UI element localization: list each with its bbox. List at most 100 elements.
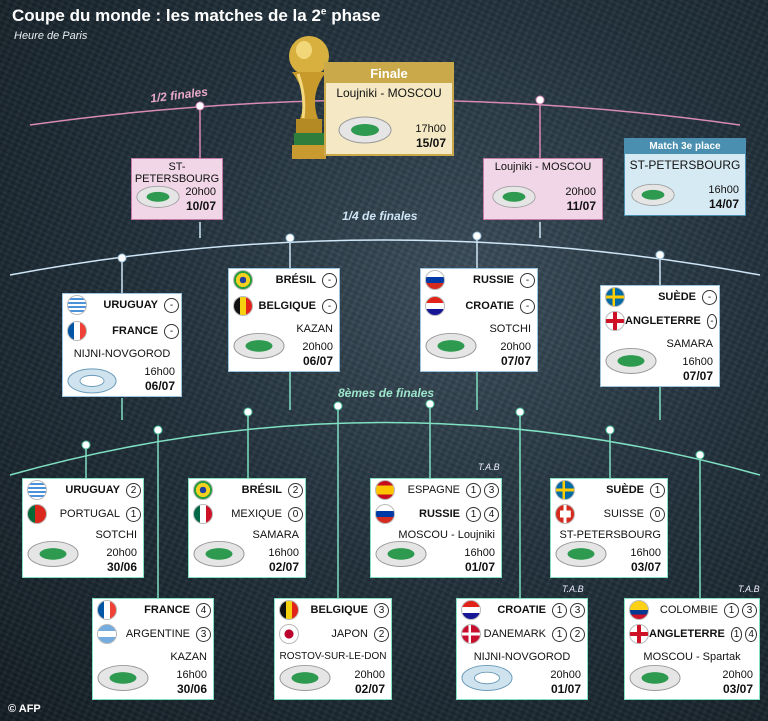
stadium-icon (629, 664, 681, 691)
team-row: RUSSIE- (425, 270, 535, 290)
team-row: CROATIE- (425, 296, 535, 316)
flag-uruguay-icon (67, 295, 87, 315)
team-row: FRANCE- (67, 321, 179, 341)
team-row: BELGIQUE- (233, 296, 337, 316)
flag-bresil-icon (193, 480, 213, 500)
flag-angleterre-icon (629, 624, 649, 644)
stage-label-eighths: 8èmes de finales (338, 386, 435, 400)
quarter-4-venue: SAMARA (666, 338, 713, 350)
flag-espagne-icon (375, 480, 395, 500)
stadium-icon (631, 183, 675, 206)
eighth-1-venue: SOTCHI (95, 529, 137, 541)
eighth-6-venue: ROSTOV-SUR-LE-DON (279, 651, 387, 662)
quarter-2-venue: KAZAN (296, 323, 333, 335)
eighth-4-venue: ST-PETERSBOURG (559, 529, 661, 541)
stage-label-quarters: 1/4 de finales (342, 209, 418, 223)
stadium-icon (461, 664, 513, 691)
flag-danemark-icon (461, 624, 481, 644)
eighth-2-venue: SAMARA (252, 529, 299, 541)
stadium-icon (425, 332, 477, 359)
stadium-icon (492, 185, 536, 208)
flag-argentine-icon (97, 624, 117, 644)
team-row: SUÈDE- (605, 287, 717, 307)
stadium-icon (97, 664, 149, 691)
stadium-icon (193, 540, 245, 567)
stadium-icon (338, 116, 392, 144)
flag-russie-icon (425, 270, 445, 290)
page-subtitle: Heure de Paris (14, 30, 88, 42)
penalty-shootout-label: T.A.B (562, 584, 584, 594)
team-row: ANGLETERRE- (605, 311, 717, 331)
team-row: BRÉSIL- (233, 270, 337, 290)
stadium-icon (67, 368, 117, 394)
flag-suisse-icon (555, 504, 575, 524)
page-title: Coupe du monde : les matches de la 2e ph… (12, 6, 381, 25)
flag-belgique-icon (233, 296, 253, 316)
stadium-icon (136, 185, 180, 208)
flag-mexique-icon (193, 504, 213, 524)
flag-bresil-icon (233, 270, 253, 290)
third-place-venue: ST-PETERSBOURG (629, 158, 741, 172)
stadium-icon (555, 540, 607, 567)
afp-logo: © AFP (8, 703, 41, 715)
eighth-8-venue: MOSCOU - Spartak (643, 651, 741, 663)
stadium-icon (605, 347, 657, 374)
flag-russie-icon (375, 504, 395, 524)
flag-france-icon (97, 600, 117, 620)
stadium-icon (233, 332, 285, 359)
quarter-3-venue: SOTCHI (489, 323, 531, 335)
flag-colombie-icon (629, 600, 649, 620)
flag-france-icon (67, 321, 87, 341)
flag-uruguay-icon (27, 480, 47, 500)
flag-japon-icon (279, 624, 299, 644)
flag-suede-icon (555, 480, 575, 500)
final-label: Finale (326, 64, 452, 83)
eighth-7-venue: NIJNI-NOVGOROD (473, 651, 571, 663)
team-row: URUGUAY- (67, 295, 179, 315)
eighth-3-venue: MOSCOU - Loujniki (398, 529, 495, 541)
final-venue: Loujniki - MOSCOU (336, 86, 442, 100)
stadium-icon (375, 540, 427, 567)
